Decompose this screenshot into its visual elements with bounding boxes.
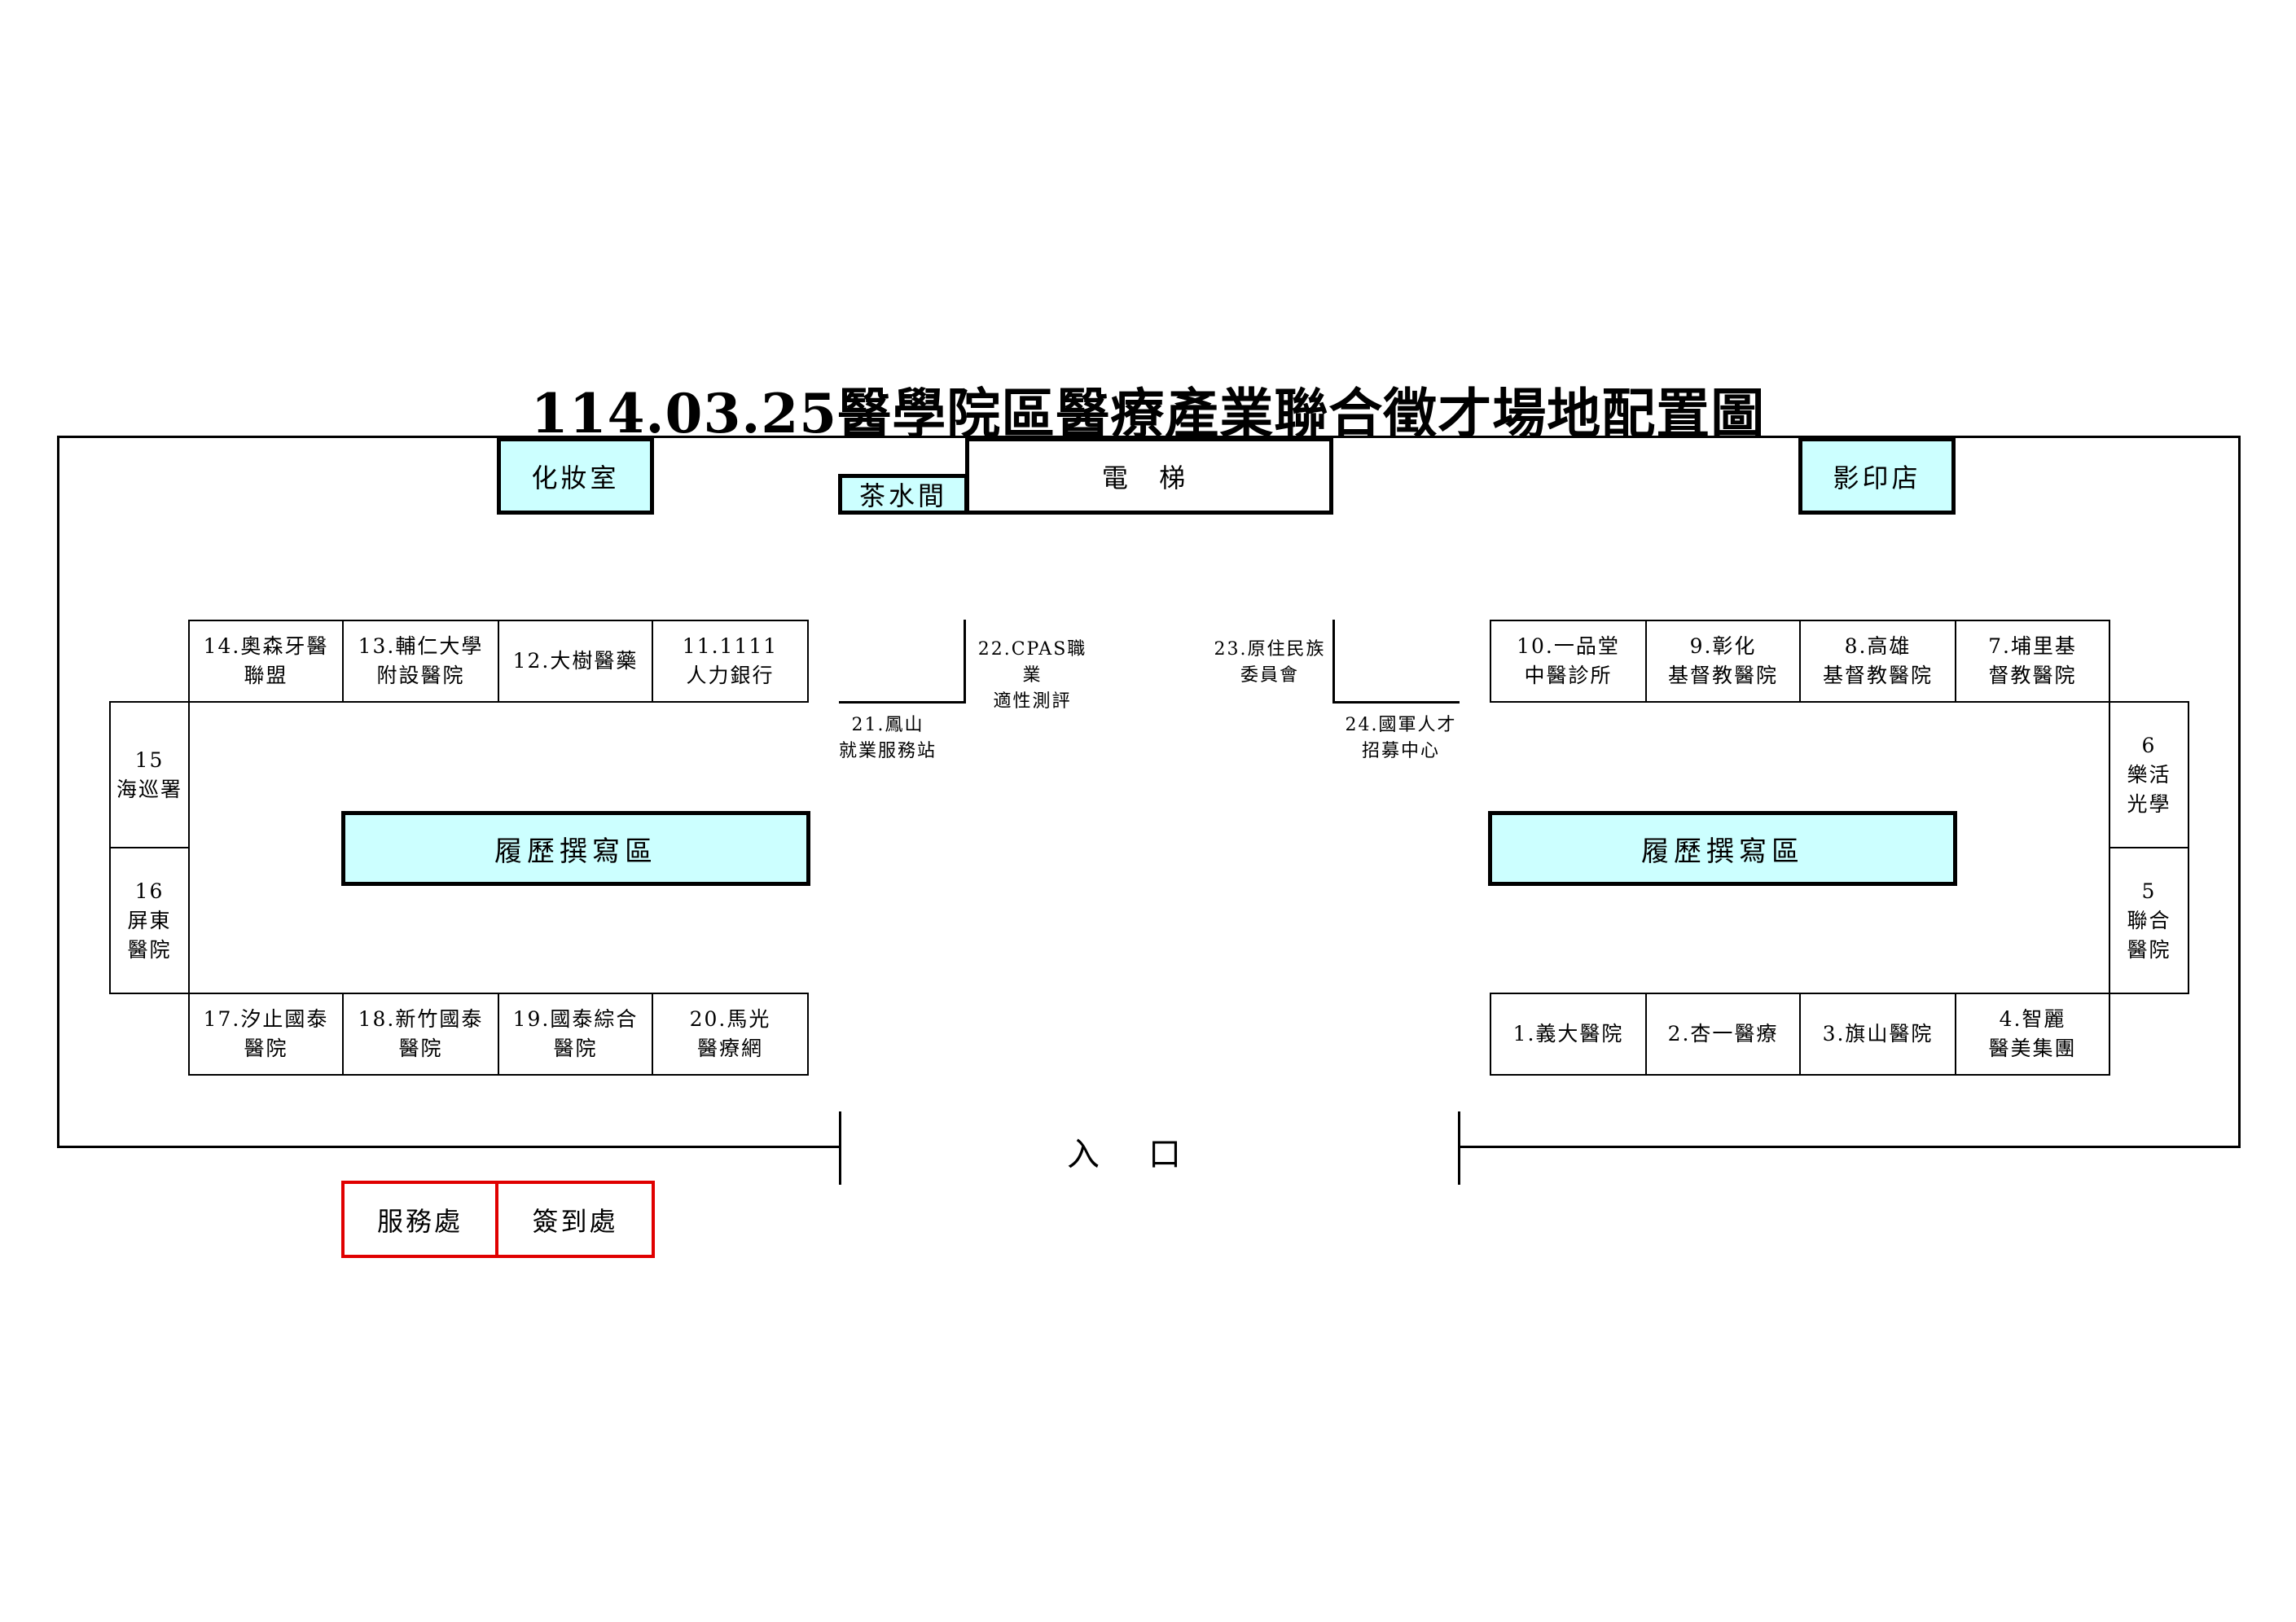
booth-4: 4.智麗 醫美集團 [1955, 993, 2110, 1076]
elevator: 電 梯 [965, 437, 1333, 515]
left-block-bottom-line [109, 993, 809, 994]
booth-21: 21.鳳山 就業服務站 [838, 715, 937, 761]
frame-left [57, 436, 59, 1148]
page-title: 114.03.25醫學院區醫療產業聯合徵才場地配置圖 [530, 382, 1766, 445]
booth-23-24-horizontal [1332, 701, 1460, 704]
entrance-post-left [839, 1111, 841, 1185]
frame-bottom-left [57, 1146, 841, 1148]
booth-16: 16 屏東 醫院 [109, 847, 190, 994]
tea-room: 茶水間 [838, 474, 968, 515]
print-shop: 影印店 [1798, 437, 1956, 515]
booth-13: 13.輔仁大學 附設醫院 [342, 620, 499, 703]
booth-23-24-vertical [1332, 620, 1335, 704]
booth-21-22-vertical [964, 620, 966, 704]
entrance-post-right [1458, 1111, 1460, 1185]
right-block-top-line [1490, 701, 2189, 703]
booth-1: 1.義大醫院 [1490, 993, 1647, 1076]
checkin-desk: 簽到處 [495, 1181, 655, 1258]
booth-9: 9.彰化 基督教醫院 [1645, 620, 1801, 703]
booth-14: 14.奧森牙醫 聯盟 [188, 620, 344, 703]
booth-8: 8.高雄 基督教醫院 [1799, 620, 1956, 703]
resume-area-right: 履歷撰寫區 [1488, 811, 1957, 886]
booth-21-22-horizontal [839, 701, 965, 704]
booth-11: 11.1111 人力銀行 [652, 620, 809, 703]
makeup-room: 化妝室 [497, 437, 654, 515]
booth-23: 23.原住民族 委員會 [1214, 639, 1326, 686]
frame-bottom-right [1460, 1146, 2241, 1148]
frame-right [2238, 436, 2241, 1148]
right-block-bottom-line [1490, 993, 2189, 994]
booth-17: 17.汐止國泰 醫院 [188, 993, 344, 1076]
booth-12: 12.大樹醫藥 [498, 620, 653, 703]
booth-6: 6 樂活 光學 [2109, 701, 2189, 848]
booth-22: 22.CPAS職業 適性測評 [977, 639, 1087, 712]
booth-2: 2.杏一醫療 [1645, 993, 1801, 1076]
service-desk: 服務處 [341, 1181, 498, 1258]
booth-19: 19.國泰綜合 醫院 [498, 993, 653, 1076]
booth-15: 15 海巡署 [109, 701, 190, 848]
booth-5: 5 聯合 醫院 [2109, 847, 2189, 994]
booth-20: 20.馬光 醫療網 [652, 993, 809, 1076]
left-block-top-line [109, 701, 809, 703]
booth-3: 3.旗山醫院 [1799, 993, 1956, 1076]
frame-top [57, 436, 2241, 438]
resume-area-left: 履歷撰寫區 [341, 811, 810, 886]
booth-24: 24.國軍人才 招募中心 [1345, 715, 1457, 761]
entrance-label: 入口 [1067, 1136, 1230, 1173]
booth-7: 7.埔里基 督教醫院 [1955, 620, 2110, 703]
booth-18: 18.新竹國泰 醫院 [342, 993, 499, 1076]
booth-10: 10.一品堂 中醫診所 [1490, 620, 1647, 703]
